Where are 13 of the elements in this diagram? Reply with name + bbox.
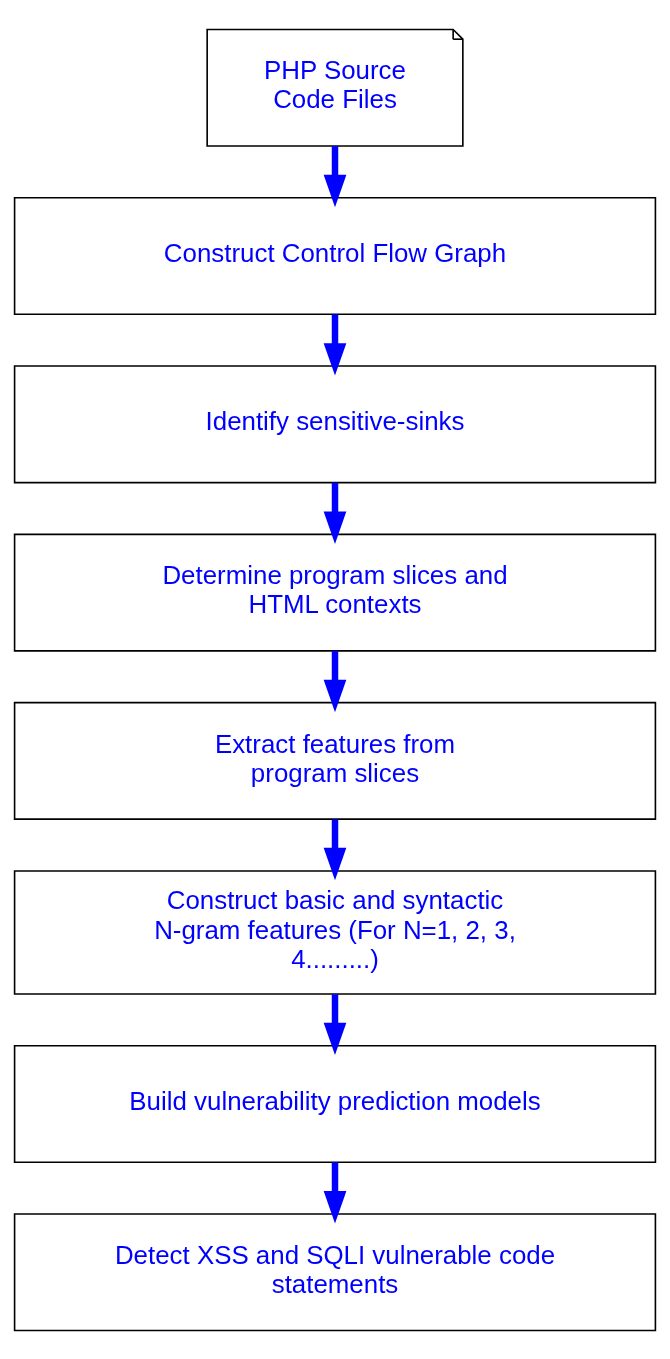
node-box: Construct Control Flow Graph <box>13 196 657 315</box>
arrow <box>323 650 347 712</box>
node-box: Detect XSS and SQLI vulnerable code statements <box>13 1212 657 1331</box>
arrow <box>323 1161 347 1224</box>
arrow <box>323 313 347 376</box>
node-box: Construct basic and syntactic N-gram features (For N=1, 2, 3, 4.........) <box>13 869 657 995</box>
arrow <box>323 993 347 1055</box>
arrow <box>323 482 347 544</box>
node-box: Build vulnerability prediction models <box>13 1044 657 1163</box>
node-box: Determine program slices and HTML contexts <box>13 533 657 652</box>
node-box: Identify sensitive-sinks <box>13 364 657 483</box>
arrow <box>323 145 347 207</box>
node-box: Extract features from program slices <box>13 701 657 820</box>
